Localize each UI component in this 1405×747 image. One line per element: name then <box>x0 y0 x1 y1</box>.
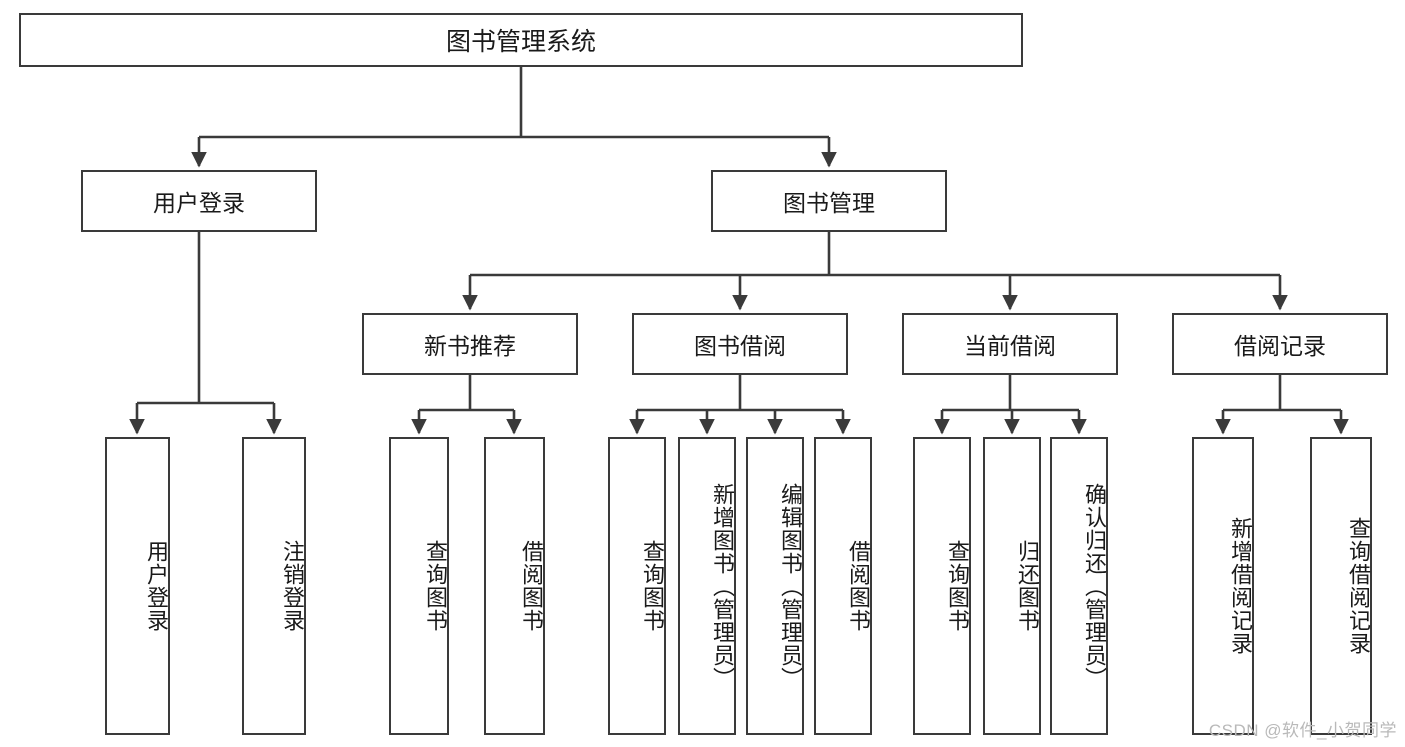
leaf-label: 新增图书（管理员） <box>710 482 735 690</box>
leaf-label: 查询图书 <box>945 540 970 632</box>
leaf-confirm-return-admin[interactable]: 确认归还（管理员） <box>1050 437 1108 735</box>
node-root-label: 图书管理系统 <box>445 28 596 56</box>
node-book-borrow[interactable]: 图书借阅 <box>632 313 848 375</box>
node-new-book-recommend-label: 新书推荐 <box>424 333 516 359</box>
node-book-management-label: 图书管理 <box>783 190 875 216</box>
node-borrow-records[interactable]: 借阅记录 <box>1172 313 1388 375</box>
leaf-borrow-book-recommend[interactable]: 借阅图书 <box>484 437 545 735</box>
leaf-borrow-book[interactable]: 借阅图书 <box>814 437 872 735</box>
leaf-user-login[interactable]: 用户登录 <box>105 437 170 735</box>
leaf-label: 新增借阅记录 <box>1228 517 1253 655</box>
node-new-book-recommend[interactable]: 新书推荐 <box>362 313 578 375</box>
leaf-add-book-admin[interactable]: 新增图书（管理员） <box>678 437 736 735</box>
leaf-label: 查询图书 <box>423 540 448 632</box>
leaf-query-book-current[interactable]: 查询图书 <box>913 437 971 735</box>
leaf-query-borrow-record[interactable]: 查询借阅记录 <box>1310 437 1372 735</box>
leaf-label: 编辑图书（管理员） <box>778 482 803 690</box>
node-current-borrow-label: 当前借阅 <box>964 333 1056 359</box>
node-current-borrow[interactable]: 当前借阅 <box>902 313 1118 375</box>
leaf-logout[interactable]: 注销登录 <box>242 437 306 735</box>
leaf-query-book-borrow[interactable]: 查询图书 <box>608 437 666 735</box>
leaf-add-borrow-record[interactable]: 新增借阅记录 <box>1192 437 1254 735</box>
node-borrow-records-label: 借阅记录 <box>1234 333 1326 359</box>
node-book-borrow-label: 图书借阅 <box>694 333 786 359</box>
leaf-label: 归还图书 <box>1015 540 1040 632</box>
leaf-label: 查询借阅记录 <box>1346 517 1371 655</box>
watermark: CSDN @软件_小贺同学 <box>1208 721 1397 740</box>
leaf-return-book[interactable]: 归还图书 <box>983 437 1041 735</box>
leaf-label: 确认归还（管理员） <box>1082 482 1107 690</box>
leaf-label: 查询图书 <box>640 540 665 632</box>
node-user-login-label: 用户登录 <box>153 190 245 216</box>
node-book-management[interactable]: 图书管理 <box>711 170 947 232</box>
leaf-query-book-recommend[interactable]: 查询图书 <box>389 437 449 735</box>
node-root[interactable]: 图书管理系统 <box>19 13 1023 67</box>
leaf-label: 借阅图书 <box>846 540 871 632</box>
leaf-label: 借阅图书 <box>519 540 544 632</box>
leaf-label: 注销登录 <box>280 540 305 632</box>
leaf-label: 用户登录 <box>144 540 169 632</box>
leaf-edit-book-admin[interactable]: 编辑图书（管理员） <box>746 437 804 735</box>
node-user-login[interactable]: 用户登录 <box>81 170 317 232</box>
